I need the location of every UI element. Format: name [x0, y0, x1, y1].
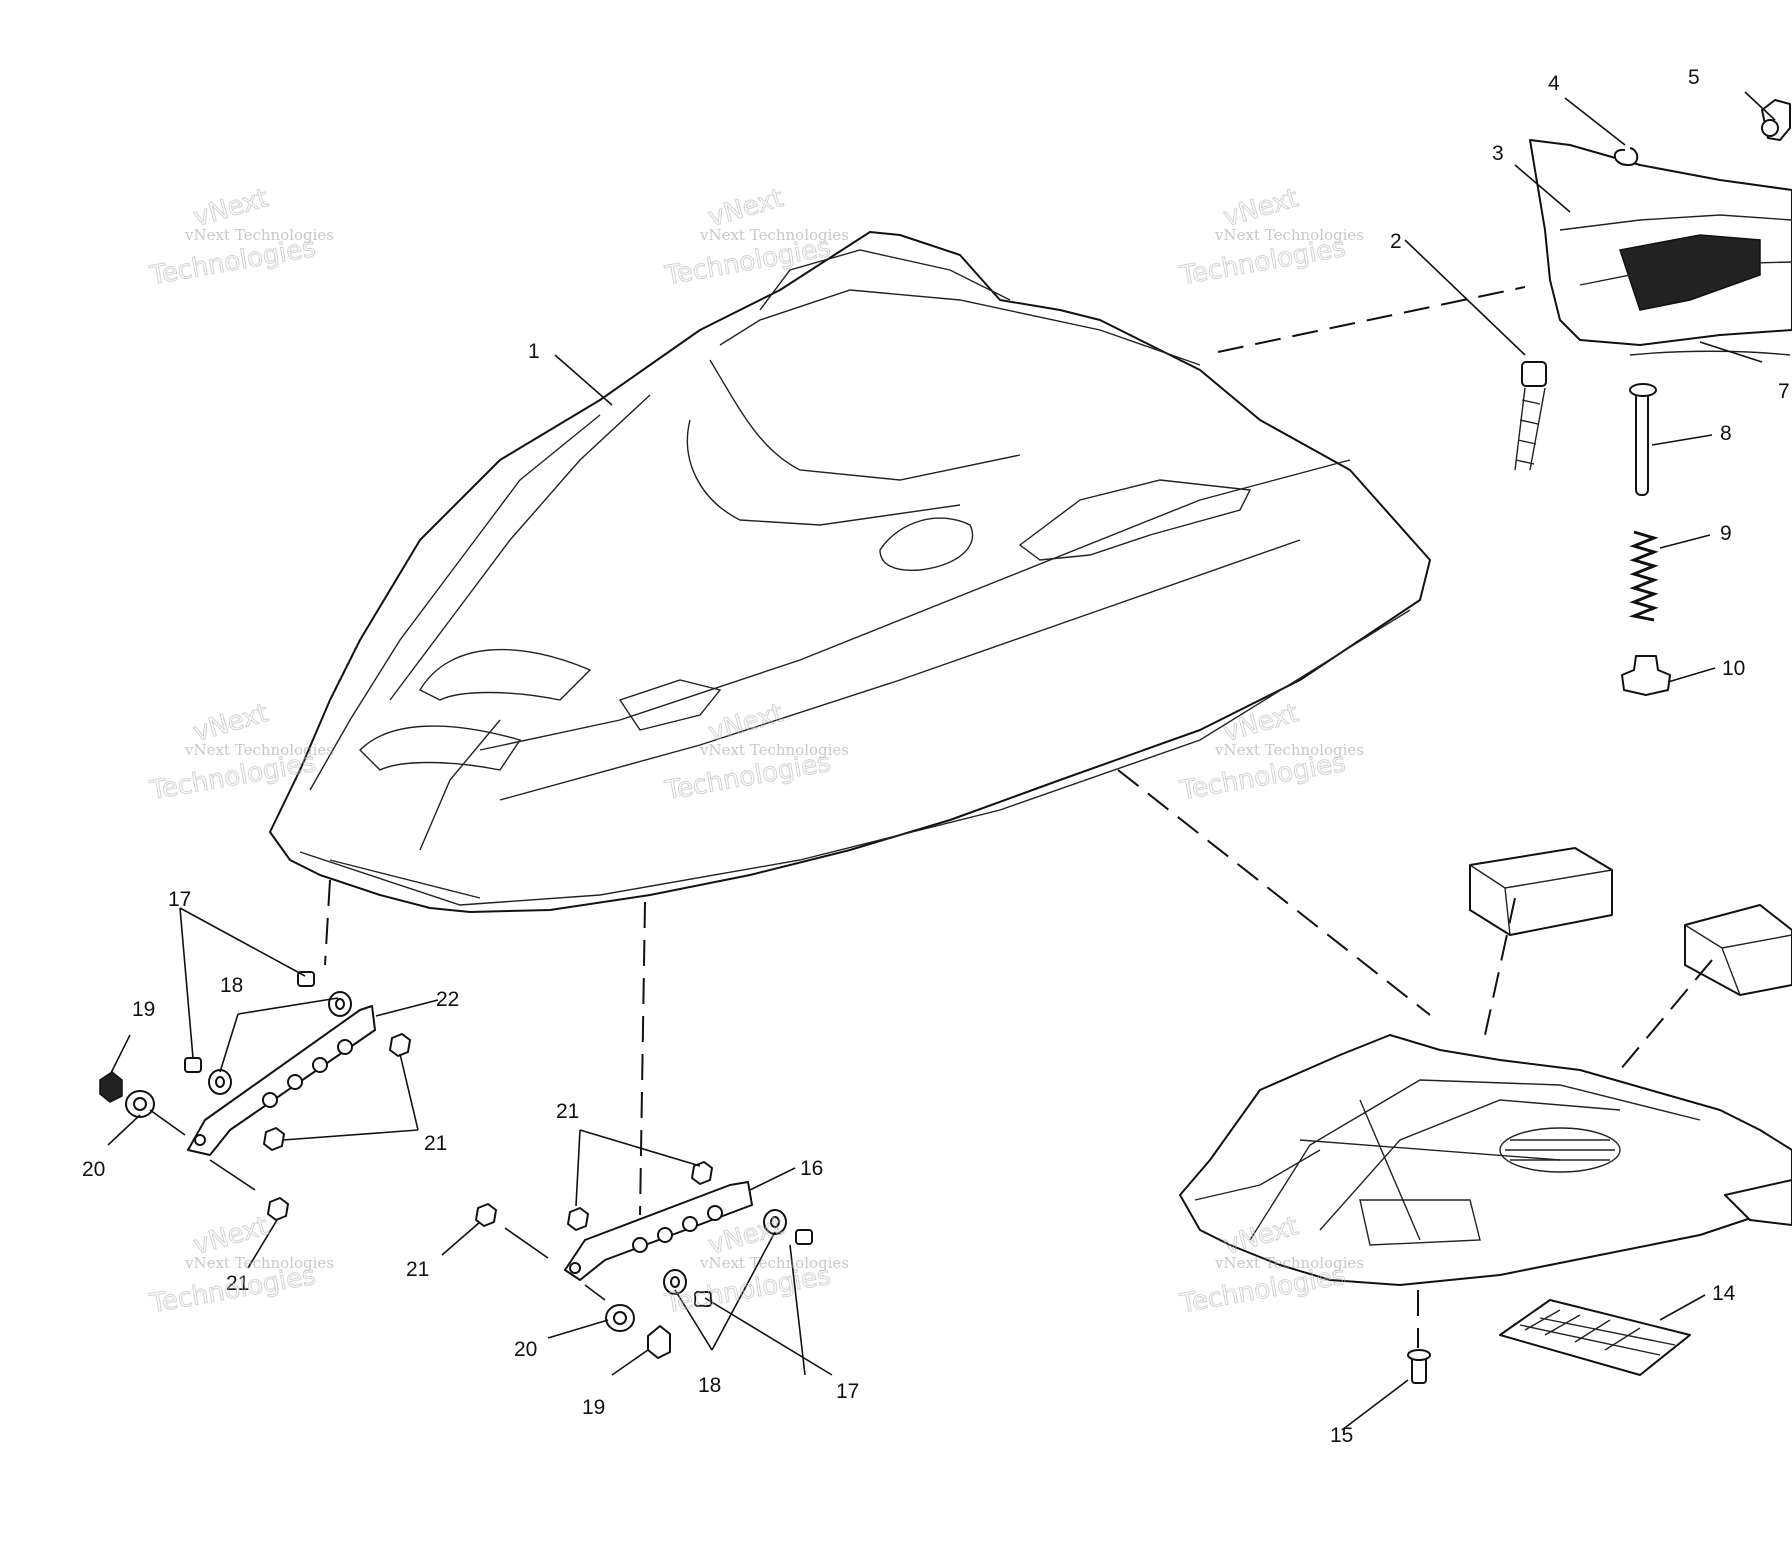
- fastener-part-5: [1761, 99, 1791, 141]
- leader-lines: [107, 91, 1776, 1431]
- foam-block-left: [1469, 847, 1613, 936]
- callout-20b: 20: [514, 1338, 537, 1361]
- watermark-text: vNext Technologies: [184, 741, 334, 759]
- pin-part-8: [1629, 383, 1657, 496]
- bracket-part-16: [564, 1181, 753, 1281]
- bracket-part-22: [187, 1005, 376, 1156]
- watermark-text: vNext Technologies: [184, 1254, 334, 1272]
- tray-cover-part-14: [1499, 1299, 1691, 1376]
- callout-7: 7: [1778, 380, 1790, 403]
- callout-5: 5: [1688, 66, 1700, 89]
- knob-part-10: [1621, 655, 1671, 696]
- foam-block-right: [1684, 904, 1792, 996]
- hardware-parts: [99, 971, 813, 1359]
- watermark-text: vNext Technologies: [1214, 1254, 1364, 1272]
- callout-22: 22: [436, 988, 459, 1011]
- callout-18a: 18: [220, 974, 243, 997]
- latch-part-right: [1724, 1179, 1792, 1226]
- callout-4: 4: [1548, 72, 1560, 95]
- callout-21b: 21: [226, 1272, 249, 1295]
- callout-17a: 17: [168, 888, 191, 911]
- clip-part-4: [1613, 147, 1639, 166]
- callout-labels: 1 2 3 4 5 7 8 9 10 14 15 16 17 17 18 18 …: [82, 66, 1790, 1447]
- callout-21d: 21: [406, 1258, 429, 1281]
- watermark-text: vNext Technologies: [184, 226, 334, 244]
- callout-20a: 20: [82, 1158, 105, 1181]
- watermark-text: vNext Technologies: [699, 741, 849, 759]
- callout-8: 8: [1720, 422, 1732, 445]
- callout-9: 9: [1720, 522, 1732, 545]
- spring-part-9: [1628, 530, 1659, 622]
- callout-2: 2: [1390, 230, 1402, 253]
- watermark-text: vNext Technologies: [1214, 226, 1364, 244]
- bolt-part-15: [1407, 1349, 1431, 1384]
- alignment-lines: [149, 286, 1713, 1348]
- callout-21a: 21: [424, 1132, 447, 1155]
- hood-part: [269, 231, 1431, 913]
- storage-tray-part: [1179, 1034, 1792, 1286]
- watermark-text: vNext Technologies: [699, 1254, 849, 1272]
- watermark-text: vNext Technologies: [699, 226, 849, 244]
- callout-14: 14: [1712, 1282, 1736, 1305]
- callout-17b: 17: [836, 1380, 859, 1403]
- callout-10: 10: [1722, 657, 1745, 680]
- callout-19a: 19: [132, 998, 155, 1021]
- watermark-1: vNext Technologies vNext Technologies: [147, 183, 334, 292]
- callout-15: 15: [1330, 1424, 1353, 1447]
- watermark-7: vNext Technologies vNext Technologies: [147, 1211, 334, 1320]
- callout-3: 3: [1492, 142, 1504, 165]
- windshield-part: [1529, 139, 1792, 356]
- grommet-part-2: [1514, 361, 1547, 471]
- watermark-text: vNext Technologies: [1214, 741, 1364, 759]
- watermark-3: vNext Technologies vNext Technologies: [1177, 183, 1364, 292]
- callout-1: 1: [528, 340, 540, 363]
- callout-18b: 18: [698, 1374, 721, 1397]
- callout-16: 16: [800, 1157, 823, 1180]
- callout-19b: 19: [582, 1396, 605, 1419]
- callout-21c: 21: [556, 1100, 579, 1123]
